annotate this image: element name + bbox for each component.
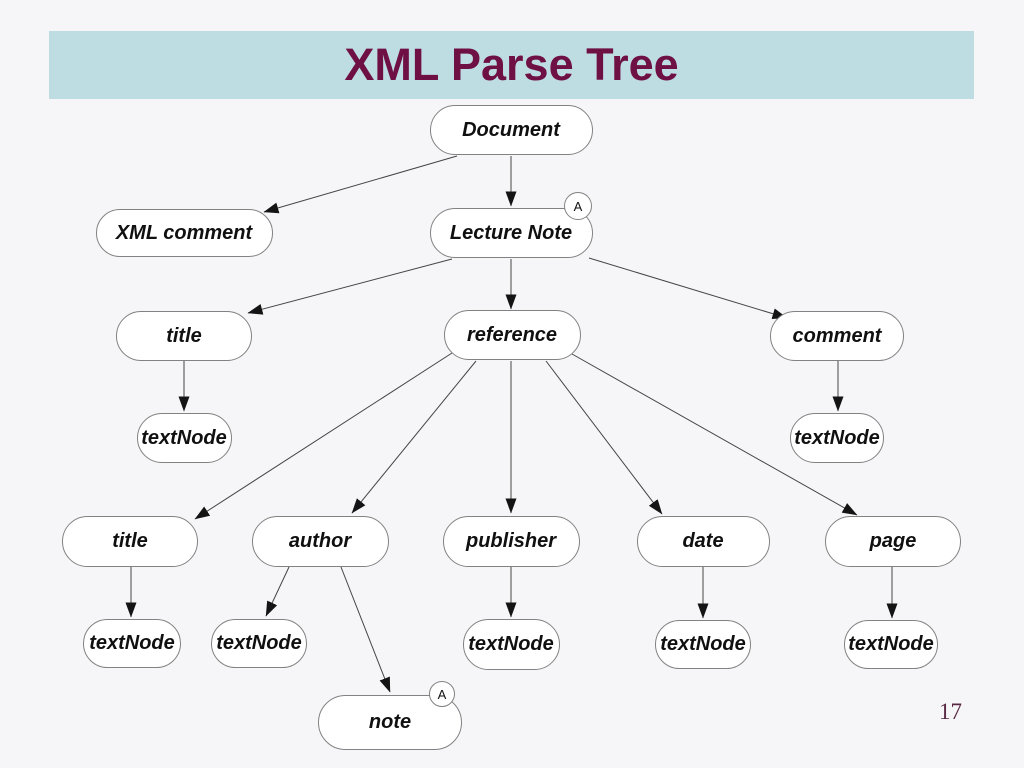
node-textnode-page: textNode (844, 619, 938, 669)
node-label: textNode (660, 632, 746, 655)
node-textnode-publisher: textNode (462, 618, 560, 670)
node-comment: comment (770, 311, 904, 361)
node-label: textNode (216, 631, 302, 654)
node-xml-comment: XML comment (95, 209, 273, 257)
attribute-badge-note: A (429, 681, 455, 707)
node-publisher: publisher (442, 515, 580, 567)
node-label: Lecture Note (449, 221, 573, 244)
edge-lecture-note-to-comment (588, 257, 788, 320)
slide-title: XML Parse Tree (344, 39, 679, 90)
node-label: textNode (468, 632, 554, 655)
node-label: textNode (141, 426, 227, 449)
node-page: page (825, 515, 961, 567)
node-label: date (682, 529, 724, 552)
edge-lecture-note-to-title-1 (247, 258, 453, 315)
node-textnode-date: textNode (655, 619, 751, 669)
node-reference: reference (443, 310, 581, 360)
node-textnode-author: textNode (211, 618, 307, 668)
edge-reference-to-title-2 (194, 352, 453, 520)
slide-title-bar: XML Parse Tree (49, 31, 974, 99)
node-label: Document (462, 118, 560, 141)
node-label: comment (792, 324, 882, 347)
node-label: XML comment (115, 221, 253, 244)
edge-reference-to-date (545, 360, 663, 515)
node-label: publisher (465, 529, 556, 552)
node-title-2: title (62, 515, 198, 567)
node-textnode-comment: textNode (790, 413, 884, 463)
node-date: date (636, 515, 770, 567)
node-lecture-note: Lecture Note (429, 208, 593, 258)
edge-author-to-note (340, 566, 391, 693)
edge-author-to-textnode-author (265, 566, 290, 617)
node-label: textNode (89, 631, 175, 654)
node-label: page (869, 529, 917, 552)
node-label: textNode (848, 632, 934, 655)
node-label: note (368, 710, 412, 733)
edge-document-to-xml-comment (263, 155, 458, 214)
node-title-1: title (116, 311, 252, 361)
node-textnode-title-2: textNode (83, 618, 181, 668)
node-label: title (112, 529, 148, 552)
edge-reference-to-author (351, 360, 477, 514)
node-label: textNode (794, 426, 880, 449)
node-label: title (166, 324, 202, 347)
node-document: Document (429, 105, 593, 155)
node-label: author (288, 529, 352, 552)
page-number: 17 (939, 699, 962, 724)
node-textnode-title-1: textNode (136, 413, 232, 463)
node-author: author (251, 515, 389, 567)
node-label: reference (466, 323, 558, 346)
attribute-badge-lecture-note: A (564, 192, 592, 220)
edge-reference-to-page (571, 353, 858, 516)
